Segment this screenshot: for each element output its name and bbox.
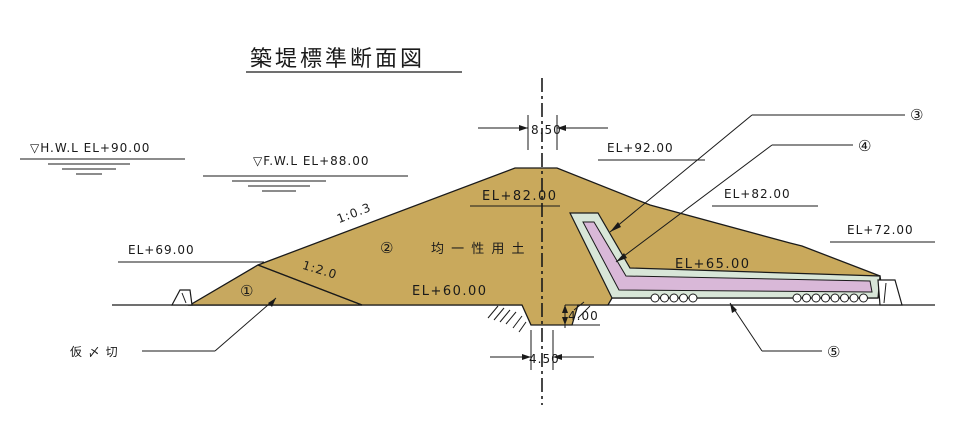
drain-elevation: EL+65.00 (675, 257, 751, 272)
callout-4-leader (615, 144, 853, 263)
upper-slope-label: 1:0.3 (335, 200, 373, 226)
drain-pipes (650, 293, 868, 303)
crest-width-dimension (478, 115, 608, 150)
right-top-elevation: EL+92.00 (607, 141, 674, 155)
drain-pipe (849, 293, 859, 303)
left-toe-block (171, 289, 193, 306)
drain-pipe (660, 293, 669, 303)
cutoff-trench-hatch (487, 301, 591, 333)
fwl-marker (203, 175, 408, 192)
cutoff-leader (142, 297, 277, 352)
drain-pipe (679, 293, 688, 303)
right-toe-block (877, 279, 903, 306)
bottom-width-value: 4.50 (529, 352, 560, 366)
drain-pipe (811, 293, 821, 303)
callout-5-label: ⑤ (827, 343, 840, 361)
drain-pipe (688, 293, 698, 303)
callout-3-leader (609, 114, 905, 233)
callout-5-leader (729, 302, 822, 352)
drain-pipe (669, 293, 679, 303)
callout-4-label: ④ (858, 137, 871, 155)
drain-pipe (830, 293, 840, 303)
drain-pipe (840, 293, 849, 303)
right-berm-elevation: EL+82.00 (724, 187, 791, 201)
drain-pipe (792, 293, 802, 303)
drain-pipe (821, 293, 830, 303)
cutoff-depth-value: 4.00 (568, 309, 599, 323)
cutoff-depth-dimension (562, 304, 600, 328)
left-toe-inner (181, 292, 187, 304)
filter-zone-4 (582, 221, 873, 293)
cutoff-note: 仮 〆 切 (70, 345, 119, 359)
crest-elevation: EL+82.00 (482, 189, 558, 204)
upper-slope-group: 1:0.3 (335, 200, 373, 226)
callout-3-label: ③ (910, 106, 923, 124)
right-toe-inner (883, 282, 887, 304)
hwl-label: ▽H.W.L EL+90.00 (30, 141, 150, 155)
drain-pipe (859, 293, 868, 303)
base-left-elevation: EL+60.00 (412, 284, 488, 299)
left-berm-elevation: EL+69.00 (128, 243, 195, 257)
crest-width-value: 8.50 (531, 123, 562, 137)
drain-pipe (802, 293, 811, 303)
drain-pipe (650, 293, 660, 303)
material-label: 均 一 性 用 土 (431, 242, 526, 257)
right-toe-elevation: EL+72.00 (847, 223, 914, 237)
bottom-width-dimension (490, 330, 594, 370)
zone-boundary-line (257, 264, 363, 306)
drawing-title: 築堤標準断面図 (250, 47, 425, 72)
zone-1-label: ① (240, 282, 253, 300)
hwl-marker (20, 158, 185, 175)
zone-2-label: ② (380, 239, 393, 257)
fwl-label: ▽F.W.L EL+88.00 (253, 154, 370, 168)
